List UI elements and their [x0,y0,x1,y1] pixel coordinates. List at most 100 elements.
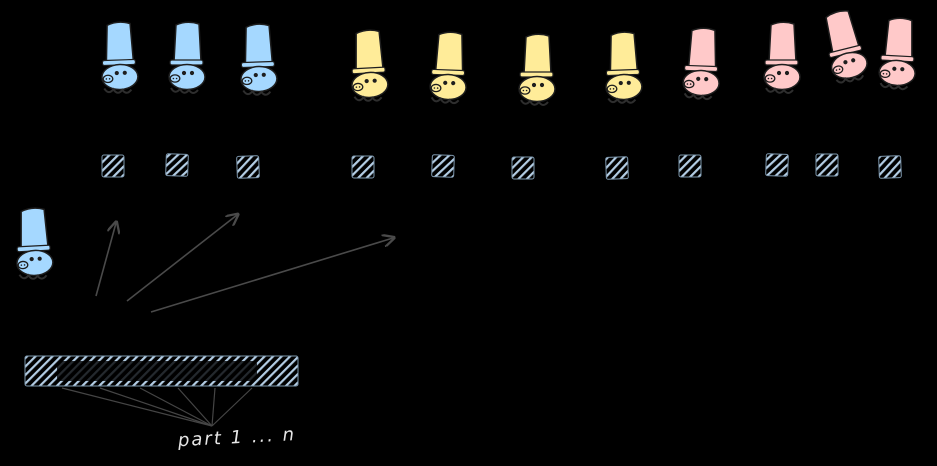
worker-hat-shape [434,31,464,74]
segment-box-10 [815,153,839,177]
worker-nostril-left [609,88,612,90]
worker-hat-shape [609,31,639,74]
worker-collar-squiggle [683,92,713,101]
worker-snout [241,76,253,86]
worker-figure-row-2 [168,21,206,94]
segments-row [101,153,902,180]
worker-head [878,59,916,87]
worker-snout [683,79,695,89]
worker-nostril-right [23,264,26,266]
worker-figure-row-4 [351,29,389,102]
worker-hat-shape [105,21,135,64]
worker-figure-row-8 [682,27,720,101]
worker-snout [832,65,844,75]
assignment-arrow-1 [95,223,116,297]
worker-nostril-right [358,86,361,88]
partition-label: part 1 ... n [176,424,296,451]
worker-eye-left [531,82,537,88]
segment-box-1 [101,154,125,178]
worker-nostril-left [522,89,525,92]
worker-eye-left [114,70,119,76]
worker-nostril-right [689,83,692,85]
worker-collar-squiggle [879,82,909,91]
worker-snout [430,83,442,93]
worker-snout [519,86,531,95]
worker-hat-shape [244,23,274,66]
assignment-arrows [95,215,393,313]
worker-eye-left [253,72,258,78]
worker-nostril-right [838,68,841,71]
worker-head [682,69,720,97]
worker-collar-squiggle [242,89,272,96]
worker-eye-right [704,77,709,82]
worker-nostril-right [108,78,111,80]
worker-nostril-left [767,77,770,80]
worker-eye-left [776,70,782,76]
fan-line-5 [211,387,216,427]
worker-collar-squiggle [765,87,794,94]
worker-nostril-right [612,88,615,90]
worker-eye-right [626,80,631,85]
worker-eye-right [900,67,905,72]
worker-collar-squiggle [18,273,48,280]
worker-eye-left [364,78,369,84]
worker-hat-shape [687,27,717,70]
worker-collar-squiggle [520,99,549,106]
worker-collar-squiggle [103,87,133,94]
segment-box-9 [765,153,789,177]
worker-nostril-left [433,87,436,89]
worker-nostril-right [175,77,178,80]
worker-figure-row-7 [605,31,643,104]
worker-nostril-left [882,72,885,75]
worker-eye-left [618,80,623,86]
loader-worker [16,207,54,280]
worker-figure-row-3 [240,23,278,96]
assignment-arrow-3 [150,238,393,313]
worker-nostril-left [172,77,175,80]
worker-snout [879,69,891,79]
worker-nostril-right [436,87,439,89]
worker-nostril-right [525,89,528,92]
worker-snout [764,74,776,83]
worker-eye-left [843,60,848,65]
worker-collar-squiggle [170,87,199,94]
worker-head [429,73,467,101]
segment-box-8 [678,154,702,178]
worker-nostril-left [835,69,838,71]
worker-figure-row-10 [825,10,868,84]
worker-figure-row-9 [763,21,801,94]
worker-snout [169,74,181,83]
worker-head [168,63,206,91]
segment-box-5 [431,154,455,178]
worker-hat-shape [523,33,552,75]
worker-eye-right [261,72,266,77]
data-bar-label-silhouette [57,361,257,381]
worker-eye-right [451,81,456,86]
workers-row [101,10,916,106]
worker-collar-squiggle [835,74,865,84]
worker-figure-row-11 [878,17,916,91]
fan-line-6 [211,387,253,427]
worker-collar-squiggle [607,97,637,104]
worker-hat-shape [173,21,202,63]
segment-box-11 [878,155,902,179]
worker-figure-row-6 [518,33,556,106]
worker-collar-squiggle [353,95,383,102]
worker-snout [17,260,29,270]
fan-line-2 [99,387,213,427]
worker-head [16,249,54,277]
worker-hat-shape [355,29,384,72]
segment-box-7 [605,156,629,180]
worker-collar-squiggle [430,96,460,105]
data-bar [24,355,299,387]
fan-line-4 [177,387,213,427]
worker-nostril-left [105,78,108,80]
segment-box-4 [351,155,375,179]
worker-head [101,63,139,91]
worker-eye-left [696,76,701,81]
worker-snout [352,82,364,92]
worker-eye-left [29,256,34,262]
worker-head [605,73,643,101]
